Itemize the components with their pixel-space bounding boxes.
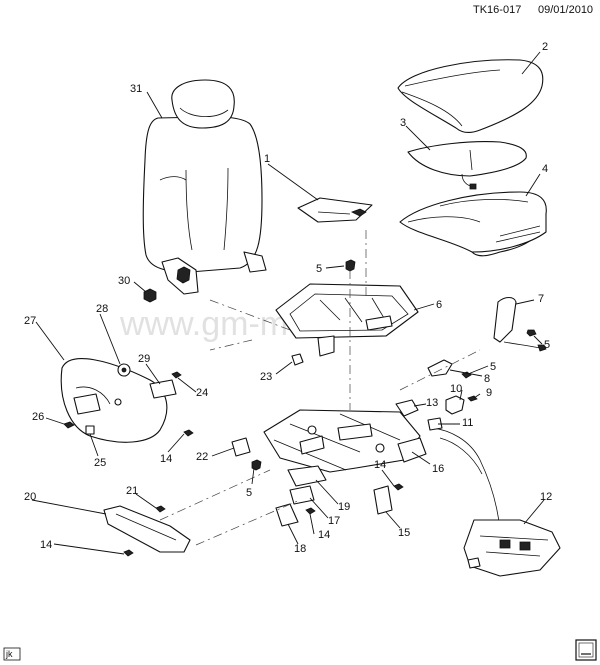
clip-21 [155,505,166,513]
seat-cushion-pad [399,191,547,257]
callout-17: 17 [328,515,340,527]
callout-9: 9 [486,387,492,399]
callout-28: 28 [96,303,108,315]
alignment-line-6 [159,469,271,521]
callout-23: 23 [260,371,272,383]
screw-14-right [393,483,404,491]
callout-4: 4 [542,163,548,175]
callout-15: 15 [398,527,410,539]
callout-22: 22 [196,451,208,463]
corner-tag-box: jk [3,647,21,661]
motor-17 [289,485,315,505]
bracket-18 [275,503,299,527]
callout-14-lower: 14 [318,529,330,541]
callout-5-lower: 5 [246,487,252,499]
alignment-line-5 [399,349,481,391]
screw-14-bottom [123,549,134,557]
callout-3: 3 [400,117,406,129]
alignment-line-4 [209,339,253,351]
diagram-date: 09/01/2010 [538,4,593,16]
bracket-19 [287,465,327,487]
callout-18: 18 [294,543,306,555]
bracket-8 [427,359,453,377]
seat-back [142,79,267,295]
screw-26 [63,421,75,429]
screw-24 [171,371,182,379]
clip-23 [291,353,304,366]
seat-adjuster [263,409,427,473]
callout-11: 11 [462,417,473,429]
callout-6: 6 [436,299,442,311]
callout-12: 12 [540,491,552,503]
seat-cushion-cover [397,59,544,133]
callout-30: 30 [118,275,130,287]
callout-5-top: 5 [316,263,322,275]
leader-lines [31,51,545,555]
clip-25 [85,425,95,435]
callout-2: 2 [542,41,548,53]
diagram-code: TK16-017 [473,4,521,16]
callout-8: 8 [484,373,490,385]
cushion-panel [297,197,373,223]
bracket-22 [231,437,251,457]
bolt-30 [143,288,157,303]
seat-heater-pad [407,141,527,190]
callout-5-mid: 5 [490,361,496,373]
wiring-harness [427,417,561,577]
callout-19: 19 [338,501,350,513]
callout-26: 26 [32,411,44,423]
bolt-5-right [526,329,537,337]
bracket-15 [373,485,393,515]
callout-10: 10 [450,383,462,395]
callout-5-right: 5 [544,339,550,351]
callout-14-right: 14 [374,459,386,471]
bracket-13 [395,399,419,417]
lower-shield [103,505,191,553]
callout-16: 16 [432,463,444,475]
screw-14-shield [183,429,194,437]
corner-tag: jk [5,649,13,659]
belt-buckle [493,296,547,352]
gm-logo-icon [575,639,597,661]
callout-24: 24 [196,387,208,399]
bolt-5-lower [251,459,262,471]
alignment-line-1 [209,299,291,331]
callout-31: 31 [130,83,142,95]
knob-28 [117,363,131,377]
callout-1: 1 [264,153,270,165]
callout-7: 7 [538,293,544,305]
switch-10 [445,395,465,415]
callout-14-bottom: 14 [40,539,52,551]
seat-frame [275,283,419,357]
side-shield [60,358,168,443]
callout-29: 29 [138,353,150,365]
switch-29 [149,379,177,399]
screw-14-lower [305,507,316,515]
callout-13: 13 [426,397,438,409]
callout-14-shield: 14 [160,453,172,465]
clip-5-top [345,259,356,272]
callout-labels: 1 2 3 4 5 5 5 5 6 7 8 9 10 11 12 13 14 1… [24,41,552,555]
callout-20: 20 [24,491,36,503]
callout-27: 27 [24,315,36,327]
callout-25: 25 [94,457,106,469]
callout-21: 21 [126,485,138,497]
